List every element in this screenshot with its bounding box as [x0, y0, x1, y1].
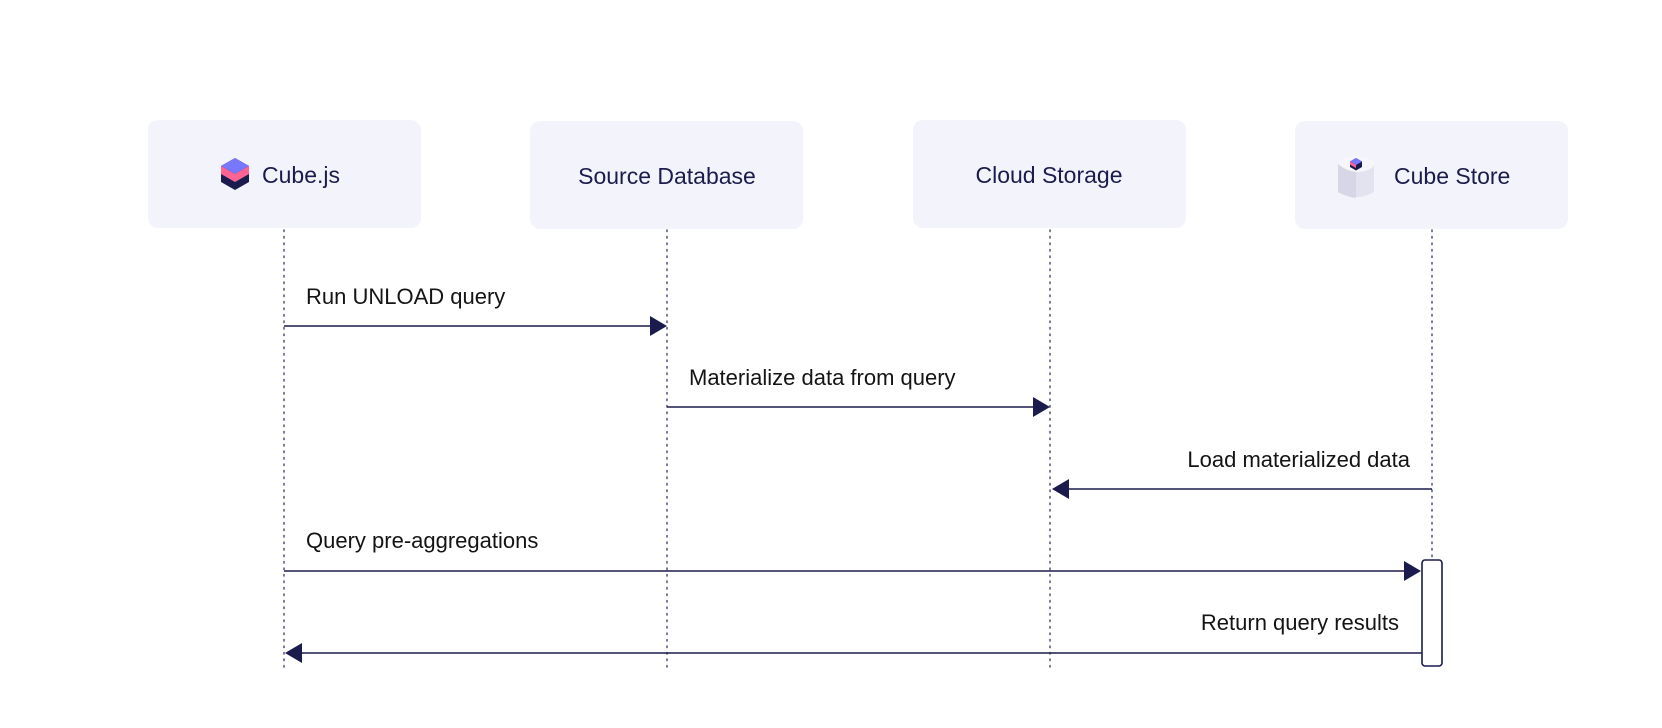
activation-bar-cube-store [1421, 559, 1443, 667]
arrowhead-left-icon [285, 643, 302, 663]
message-label-materialize-data: Materialize data from query [689, 365, 956, 390]
message-label-load-materialized-data: Load materialized data [1187, 447, 1410, 472]
message-materialize-data: Materialize data from query [667, 365, 1050, 417]
message-return-query-results: Return query results [285, 610, 1422, 663]
message-label-return-query-results: Return query results [1201, 610, 1399, 635]
participant-box-cloud-storage [913, 120, 1186, 228]
participant-label-cubejs: Cube.js [262, 162, 340, 188]
message-query-pre-aggregations: Query pre-aggregations [284, 528, 1421, 581]
participant-box-source-database [530, 121, 803, 229]
participant-cube-store: Cube Store [1295, 121, 1568, 229]
arrowhead-right-icon [650, 316, 667, 336]
arrowhead-right-icon [1033, 397, 1050, 417]
cube-store-logo-icon [1338, 156, 1374, 198]
participant-label-cube-store: Cube Store [1394, 163, 1510, 189]
participant-box-cube-store [1295, 121, 1568, 229]
message-label-run-unload-query: Run UNLOAD query [306, 284, 505, 309]
arrowhead-left-icon [1052, 479, 1069, 499]
message-load-materialized-data: Load materialized data [1052, 447, 1432, 499]
message-run-unload-query: Run UNLOAD query [284, 284, 667, 336]
participant-cubejs: Cube.js [148, 120, 421, 228]
participant-box-cubejs [148, 120, 421, 228]
arrowhead-right-icon [1404, 561, 1421, 581]
cubejs-logo-icon [221, 158, 249, 190]
participant-label-source-database: Source Database [578, 163, 756, 189]
participant-source-database: Source Database [530, 121, 803, 229]
message-label-query-pre-aggregations: Query pre-aggregations [306, 528, 538, 553]
participant-cloud-storage: Cloud Storage [913, 120, 1186, 228]
participant-label-cloud-storage: Cloud Storage [975, 162, 1122, 188]
